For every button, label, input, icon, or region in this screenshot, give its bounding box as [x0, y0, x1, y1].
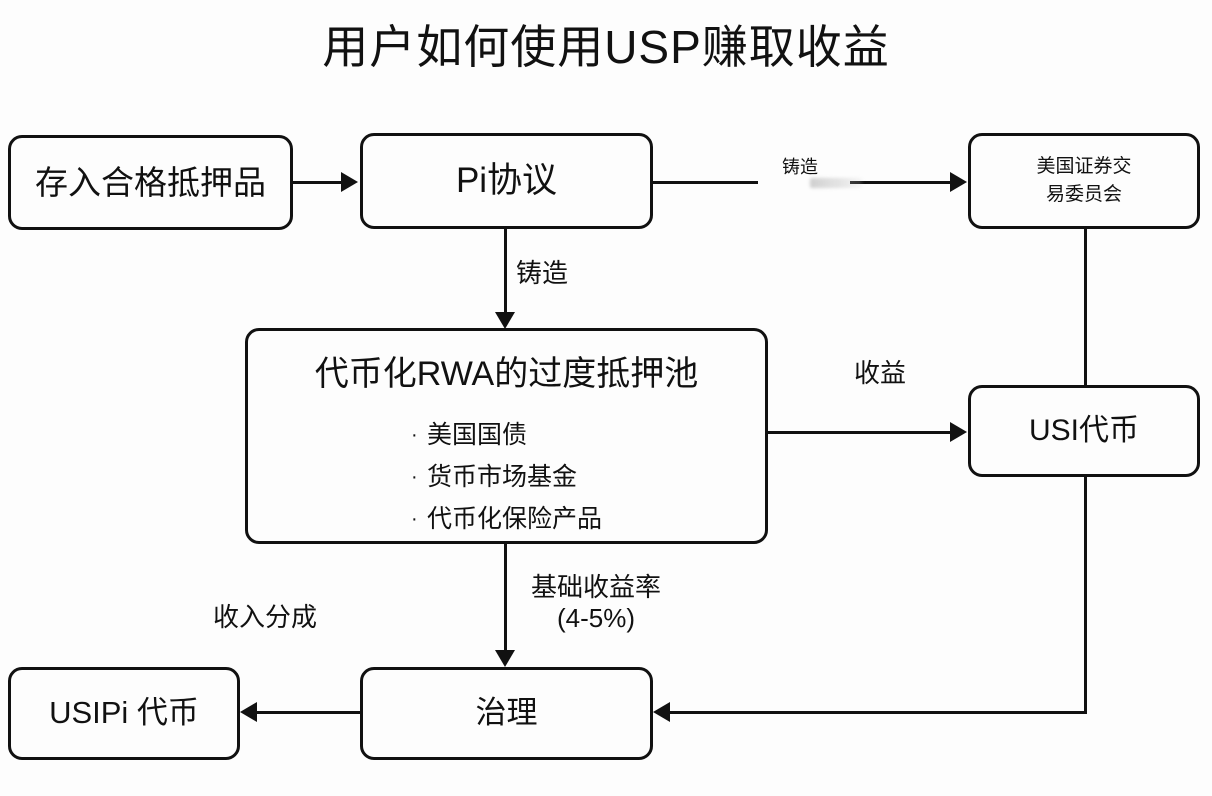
list-item-label: 美国国债 [426, 420, 527, 449]
node-governance[interactable]: 治理 [360, 667, 653, 760]
list-item: · 货币市场基金 [411, 456, 602, 498]
arrow-deposit-to-pi-icon [341, 172, 358, 192]
arrow-usi-to-governance-icon [653, 702, 670, 722]
edge-pool-to-usi [768, 431, 950, 434]
edge-label-pi-to-sec: 铸造 [782, 157, 818, 177]
node-usi-token[interactable]: USI代币 [968, 385, 1200, 477]
node-rwa-collateral-pool-label: 代币化RWA的过度抵押池 [314, 355, 699, 393]
edge-usi-to-governance-vertical [1084, 477, 1087, 713]
node-deposit-collateral[interactable]: 存入合格抵押品 [8, 135, 293, 230]
edge-pi-to-sec-segment-right [850, 181, 950, 184]
node-usipi-token-label: USIPi 代币 [49, 695, 199, 731]
edge-pi-to-pool [504, 229, 507, 312]
node-pi-protocol[interactable]: Pi协议 [360, 133, 653, 229]
arrow-pi-to-pool-icon [495, 312, 515, 329]
pool-bullet-list: · 美国国债 · 货币市场基金 · 代币化保险产品 [411, 414, 602, 540]
list-item-label: 代币化保险产品 [426, 504, 602, 533]
bullet-dot-icon: · [410, 466, 418, 489]
edge-label-pool-to-governance: 基础收益率 (4-5%) [530, 572, 661, 634]
list-item-label: 货币市场基金 [426, 462, 577, 491]
arrow-pool-to-governance-icon [495, 650, 515, 667]
node-sec[interactable]: 美国证券交 易委员会 [968, 133, 1200, 229]
arrow-governance-to-usipi-icon [240, 702, 257, 722]
list-item: · 代币化保险产品 [411, 498, 602, 540]
bullet-dot-icon: · [410, 508, 418, 531]
node-rwa-collateral-pool[interactable]: 代币化RWA的过度抵押池 · 美国国债 · 货币市场基金 · 代币化保险产品 [245, 328, 768, 544]
bullet-dot-icon: · [410, 424, 418, 447]
arrow-pool-to-usi-icon [950, 422, 967, 442]
node-usi-token-label: USI代币 [1028, 414, 1139, 448]
edge-label-pi-to-pool: 铸造 [516, 258, 569, 288]
smudge-artifact [810, 178, 862, 188]
edge-pi-to-sec-segment-left [653, 181, 758, 184]
edge-pool-to-governance [504, 544, 507, 650]
page-title: 用户如何使用USP赚取收益 [322, 21, 890, 73]
node-sec-label: 美国证券交 易委员会 [1036, 155, 1132, 206]
list-item: · 美国国债 [411, 414, 602, 456]
edge-label-governance-to-usipi: 收入分成 [212, 602, 317, 632]
edge-sec-to-usi [1084, 229, 1087, 385]
edge-usi-to-governance-horizontal [670, 711, 1087, 714]
arrow-pi-to-sec-icon [950, 172, 967, 192]
edge-governance-to-usipi [257, 711, 360, 714]
node-governance-label: 治理 [475, 695, 538, 731]
edge-label-pool-to-usi: 收益 [853, 358, 906, 388]
node-deposit-collateral-label: 存入合格抵押品 [35, 163, 266, 201]
node-pi-protocol-label: Pi协议 [455, 161, 558, 201]
node-usipi-token[interactable]: USIPi 代币 [8, 667, 240, 760]
edge-deposit-to-pi [293, 181, 341, 184]
